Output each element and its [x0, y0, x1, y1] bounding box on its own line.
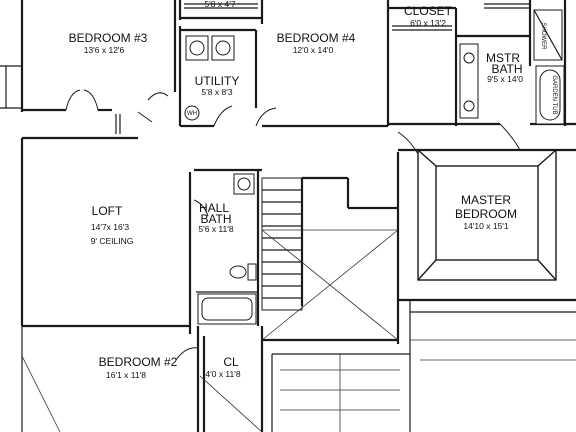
- mstr-bath-dim: 9'5 x 14'0: [487, 74, 523, 84]
- room-labels: 5'8 x 4'7 BEDROOM #3 13'6 x 12'6 BEDROOM…: [69, 0, 557, 380]
- utility-dim: 5'8 x 8'3: [201, 87, 232, 97]
- top-closet-dim: 5'8 x 4'7: [204, 0, 235, 9]
- mstr-bath-name-2: BATH: [491, 62, 522, 76]
- hall-bath-dim: 5'6 x 11'8: [198, 224, 233, 234]
- hall-bath-name-1: HALL: [199, 201, 229, 215]
- bedroom2-dim: 16'1 x 11'8: [106, 370, 146, 380]
- garden-tub-label: GARDEN TUB: [551, 75, 557, 114]
- tray-ceiling: [417, 149, 557, 281]
- loft-name: LOFT: [92, 204, 123, 218]
- closet-dim: 6'0 x 13'2: [410, 18, 446, 28]
- bedroom2-name: BEDROOM #2: [99, 355, 178, 369]
- staircase: [261, 177, 303, 311]
- utility-name: UTILITY: [195, 74, 240, 88]
- loft-ceiling-note: 9' CEILING: [91, 236, 134, 246]
- cl-name: CL: [223, 355, 239, 369]
- bedroom3-name: BEDROOM #3: [69, 31, 148, 45]
- fixtures: [115, 3, 565, 325]
- master-bedroom-dim: 14'10 x 15'1: [463, 221, 509, 231]
- cl-dim: 4'0 x 11'8: [205, 369, 240, 379]
- bedroom3-dim: 13'6 x 12'6: [84, 45, 125, 55]
- master-bedroom-name-2: BEDROOM: [455, 207, 517, 221]
- loft-dim: 14'7x 16'3: [91, 222, 129, 232]
- bedroom4-dim: 12'0 x 14'0: [293, 45, 334, 55]
- closet-name: CLOSET: [404, 4, 453, 18]
- dashed-lines: [21, 229, 576, 432]
- shower-label: SHOWER: [540, 23, 546, 51]
- water-heater-icon: [184, 105, 200, 121]
- mstr-bath-name-1: MSTR: [486, 51, 520, 65]
- hall-bath-name-2: BATH: [200, 212, 231, 226]
- water-heater-label: WH: [187, 111, 197, 117]
- master-bedroom-name-1: MASTER: [461, 193, 511, 207]
- doors: [65, 89, 521, 361]
- bedroom4-name: BEDROOM #4: [277, 31, 356, 45]
